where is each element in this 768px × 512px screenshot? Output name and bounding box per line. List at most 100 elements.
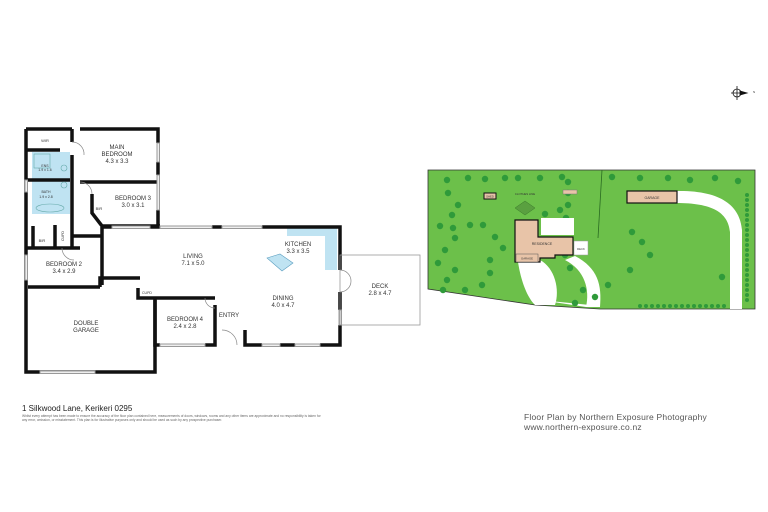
- tree-icon: [466, 221, 474, 229]
- room-label-dining: DINING: [273, 296, 294, 302]
- room-label-bedroom2: BEDROOM 2: [46, 262, 83, 268]
- tree-icon: [514, 174, 522, 182]
- tree-icon: [745, 203, 749, 207]
- tree-icon: [443, 276, 451, 284]
- tree-icon: [711, 174, 719, 182]
- kitchen-bench: [287, 226, 337, 270]
- tree-icon: [448, 211, 456, 219]
- disclaimer: Whilst every attempt has been made to en…: [22, 414, 321, 422]
- fence-line: [597, 169, 603, 239]
- tree-icon: [608, 173, 616, 181]
- residence-driveway: [518, 256, 601, 307]
- tree-icon: [556, 206, 564, 214]
- site-garage: [626, 190, 678, 204]
- tree-icon: [704, 304, 708, 308]
- tree-icon: [478, 281, 486, 289]
- tree-icon: [745, 233, 749, 237]
- tree-icon: [566, 264, 574, 272]
- small-structure: [562, 189, 578, 195]
- room-size-living: 7.1 x 5.0: [181, 261, 205, 267]
- tree-icon: [454, 201, 462, 209]
- tree-icon: [636, 174, 644, 182]
- room-label-bir2: BIR: [39, 238, 46, 243]
- room-label-cupd2: CUPD: [142, 291, 152, 295]
- tree-icon: [464, 174, 472, 182]
- residence-garage: [515, 253, 539, 263]
- tree-icon: [745, 293, 749, 297]
- tree-icon: [564, 201, 572, 209]
- tree-icon: [745, 218, 749, 222]
- tree-icon: [436, 222, 444, 230]
- tree-icon: [722, 304, 726, 308]
- room-label-main-bedroom-2: BEDROOM: [101, 152, 132, 158]
- tree-icon: [745, 248, 749, 252]
- tree-icon: [564, 178, 572, 186]
- tree-icon: [536, 174, 544, 182]
- tree-icon: [571, 299, 579, 307]
- tree-icon: [745, 253, 749, 257]
- door-swings: [61, 141, 352, 346]
- tree-icon: [686, 176, 694, 184]
- tree-icon: [434, 259, 442, 267]
- website-link[interactable]: www.northern-exposure.co.nz: [524, 422, 642, 432]
- room-label-entry: ENTRY: [219, 313, 239, 319]
- tree-icon: [710, 304, 714, 308]
- tree-icon: [662, 304, 666, 308]
- tree-icon: [486, 269, 494, 277]
- tree-icon: [745, 208, 749, 212]
- label-clothes-line: CLOTHES LINE: [515, 192, 535, 196]
- room-size-bedroom4: 2.4 x 2.8: [173, 324, 197, 330]
- tree-icon: [638, 238, 646, 246]
- room-size-bedroom2: 3.4 x 2.9: [52, 269, 76, 275]
- label-site-deck: DECK: [577, 247, 585, 251]
- room-label-bedroom3: BEDROOM 3: [115, 196, 152, 202]
- bathroom-area: [32, 152, 70, 214]
- tree-icon: [745, 283, 749, 287]
- tree-icon: [692, 304, 696, 308]
- tree-icon: [486, 256, 494, 264]
- room-size-ens: 1.9 x 1.6: [38, 168, 51, 172]
- room-label-bedroom4: BEDROOM 4: [167, 317, 204, 323]
- garage-driveway: [676, 190, 742, 309]
- tree-icon: [579, 286, 587, 294]
- tree-icon: [501, 174, 509, 182]
- tree-icon: [444, 189, 452, 197]
- tree-icon: [745, 193, 749, 197]
- label-shed: SHED: [486, 195, 494, 199]
- tree-icon: [745, 263, 749, 267]
- tree-icon: [628, 228, 636, 236]
- clothes-line: [514, 200, 536, 216]
- room-label-kitchen: KITCHEN: [285, 242, 311, 248]
- tree-icon: [668, 304, 672, 308]
- room-label-main-bedroom: MAIN: [110, 145, 125, 151]
- tree-icon: [745, 273, 749, 277]
- windows: [24, 142, 342, 374]
- bath-fixtures: [33, 153, 68, 213]
- north-arrow-icon: [731, 86, 749, 100]
- tree-icon: [686, 304, 690, 308]
- room-label-wir: WIR: [41, 138, 49, 143]
- tree-icon: [479, 221, 487, 229]
- room-size-bedroom3: 3.0 x 3.1: [121, 203, 145, 209]
- room-label-bath: BATH: [41, 190, 51, 194]
- tree-icon: [558, 173, 566, 181]
- tree-icon: [734, 177, 742, 185]
- room-size-deck: 2.8 x 4.7: [368, 291, 392, 297]
- tree-icon: [718, 273, 726, 281]
- room-label-double-garage-2: GARAGE: [73, 328, 99, 334]
- tree-icon: [604, 281, 612, 289]
- shed: [483, 192, 497, 200]
- tree-icon: [591, 293, 599, 301]
- tree-icon: [644, 304, 648, 308]
- room-size-kitchen: 3.3 x 3.5: [286, 249, 310, 255]
- site-deck: [573, 240, 589, 256]
- north-label: N: [753, 90, 755, 94]
- tree-icon: [499, 244, 507, 252]
- tree-icon: [451, 234, 459, 242]
- tree-icon: [481, 175, 489, 183]
- tree-icon: [745, 288, 749, 292]
- label-residence: RESIDENCE: [532, 242, 553, 246]
- room-size-dining: 4.0 x 4.7: [271, 303, 295, 309]
- tree-icon: [745, 213, 749, 217]
